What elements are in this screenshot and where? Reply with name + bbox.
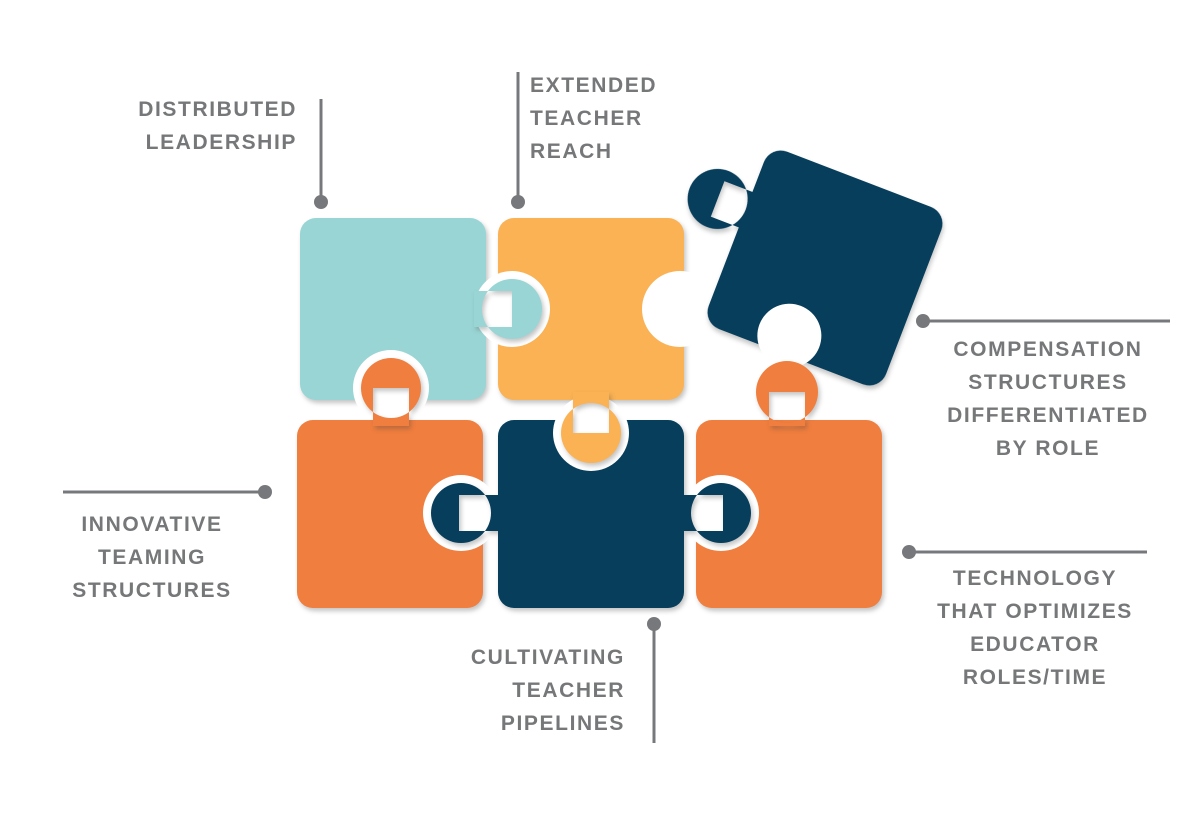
connector-dot-compensation-structures bbox=[916, 314, 930, 328]
puzzle-piece-compensation-body bbox=[687, 150, 943, 386]
label-compensation-structures: COMPENSATION STRUCTURES DIFFERENTIATED B… bbox=[947, 338, 1149, 460]
connectors bbox=[63, 72, 1170, 743]
label-cultivating-pipelines: CULTIVATING TEACHER PIPELINES bbox=[470, 646, 625, 735]
label-extended-teacher-reach: EXTENDED TEACHER REACH bbox=[530, 74, 658, 163]
connector-dot-innovative-teaming bbox=[258, 485, 272, 499]
puzzle-knob-orange-left-top bbox=[361, 358, 421, 426]
label-innovative-teaming: INNOVATIVE TEAMING STRUCTURES bbox=[72, 513, 232, 602]
label-distributed-leadership: DISTRIBUTED LEADERSHIP bbox=[138, 98, 297, 154]
puzzle-piece-distributed-leadership bbox=[300, 218, 486, 400]
puzzle-knob-orange-right-top bbox=[756, 361, 818, 426]
connector-dot-cultivating-pipelines bbox=[647, 617, 661, 631]
socket-cutout-navy-detached-bottom bbox=[757, 303, 822, 368]
puzzle-piece-technology-optimizes bbox=[696, 420, 882, 608]
puzzle-piece-compensation-structures bbox=[687, 150, 943, 386]
connector-dot-extended-teacher-reach bbox=[511, 195, 525, 209]
puzzle-knob-amber-bottom bbox=[561, 392, 621, 463]
socket-cutout-amber-right bbox=[642, 271, 718, 347]
puzzle-piece-innovative-teaming bbox=[297, 420, 483, 608]
label-technology-optimizes: TECHNOLOGY THAT OPTIMIZES EDUCATOR ROLES… bbox=[937, 567, 1133, 689]
puzzle-piece-extended-teacher-reach bbox=[498, 218, 684, 400]
connector-dot-technology-optimizes bbox=[902, 545, 916, 559]
puzzle-knob-teal-right bbox=[474, 279, 542, 339]
puzzle-piece-cultivating-pipelines bbox=[430, 420, 751, 608]
connector-dot-distributed-leadership bbox=[314, 195, 328, 209]
